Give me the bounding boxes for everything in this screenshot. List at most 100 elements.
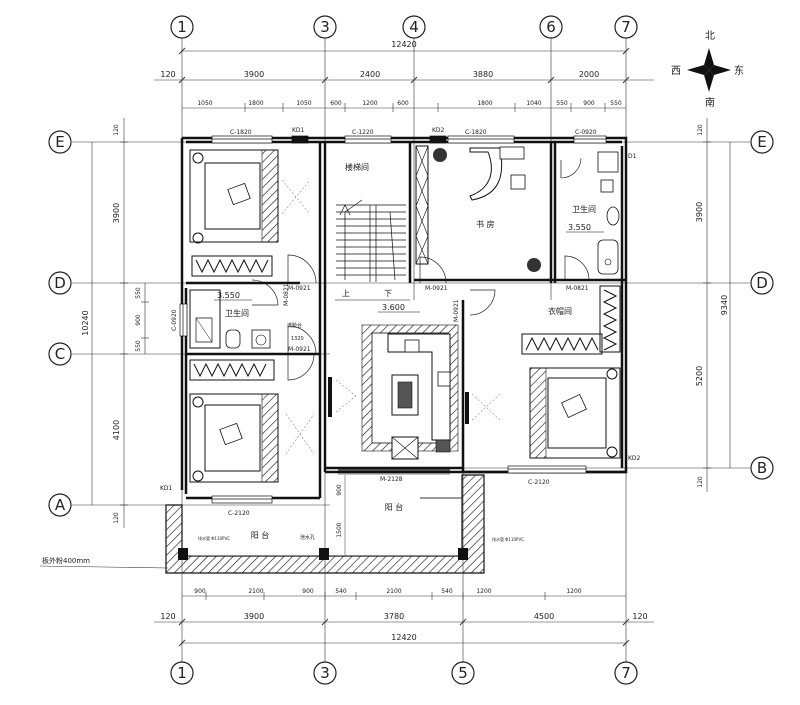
room-balcony-right: 阳 台 [385,502,404,512]
compass-north: 北 [705,30,715,42]
axis-bubbles-bottom: 1 3 5 7 [170,661,638,685]
svg-text:M-0821: M-0821 [566,285,589,292]
svg-text:120: 120 [697,124,704,136]
svg-text:3900: 3900 [244,612,264,621]
dim-bottom-total: 12420 [391,633,416,642]
dim-right-detail: 120 3900 5200 120 [695,124,704,488]
svg-text:3780: 3780 [384,612,404,621]
dim-top-total: 12420 [391,40,416,49]
svg-text:540: 540 [441,588,453,595]
door-swings [251,254,590,381]
axis-bubble-3-top: 3 [313,15,337,39]
svg-text:1050: 1050 [296,100,311,107]
svg-text:120: 120 [160,70,175,79]
right-dimensions [703,118,731,492]
wardrobe-sw [189,359,275,381]
closet-east [521,285,621,355]
svg-text:5200: 5200 [695,366,704,386]
svg-text:D1: D1 [628,153,637,160]
axis-bubble-3-bottom: 3 [313,661,337,685]
svg-text:KD2: KD2 [432,127,445,134]
svg-text:1800: 1800 [248,100,263,107]
note-gutter-2: 排水管 Φ110PVC [492,536,524,542]
left-dimensions [91,118,149,528]
svg-text:550: 550 [135,340,142,352]
svg-text:1200: 1200 [362,100,377,107]
axis-bubble-A-left: A [48,493,72,517]
svg-text:900: 900 [135,314,142,326]
svg-text:600: 600 [397,100,409,107]
axis-bubbles-right: E D B [750,130,774,480]
axis-bubble-B-right: B [750,456,774,480]
svg-text:C-1820: C-1820 [465,129,487,136]
dim-right-total: 9340 [720,295,729,315]
dim-left-total: 10240 [81,310,90,335]
svg-text:1200: 1200 [566,588,581,595]
svg-text:120: 120 [160,612,175,621]
room-bath-west: 卫生间 [225,308,249,318]
bathroom-ne [560,151,620,275]
wardrobe-nw [191,255,273,277]
axis-bubble-4-top: 4 [402,15,426,39]
dim-bottom-detail: 900 2100 900 540 2100 540 1200 1200 [194,588,582,595]
note-slab: 板外粉400mm [42,556,90,565]
note-gutter-1: 排水管 Φ110PVC [198,535,230,541]
top-dimensions [154,47,654,112]
svg-text:2000: 2000 [579,70,599,79]
svg-text:900: 900 [194,588,206,595]
svg-text:M-0921: M-0921 [288,285,311,292]
svg-text:6: 6 [546,18,556,36]
svg-text:5: 5 [458,664,468,682]
svg-text:120: 120 [113,124,120,136]
svg-text:E: E [55,133,64,151]
svg-text:1: 1 [177,664,187,682]
svg-text:4100: 4100 [112,420,121,440]
svg-text:120: 120 [697,476,704,488]
axis-bubble-1-bottom: 1 [170,661,194,685]
label-1320: 1320 [291,336,304,342]
svg-text:A: A [55,496,66,514]
axis-bubble-E-left: E [48,130,72,154]
svg-text:C: C [55,345,65,363]
bed-nw [189,149,311,244]
window-labels: C-1820 C-1220 C-1820 C-0920 C-0920 C-212… [171,129,597,517]
axis-bubble-E-right: E [750,130,774,154]
axis-bubble-1-top: 1 [170,15,194,39]
dim-bottom-row: 120 3900 3780 4500 120 [160,612,647,621]
svg-text:KD1: KD1 [292,127,305,134]
svg-text:3: 3 [320,18,330,36]
svg-text:M-2128: M-2128 [380,476,403,483]
level-3550-ne: 3.550 [568,223,591,232]
compass-south: 南 [705,96,715,109]
svg-text:550: 550 [610,100,622,107]
label-down: 下 [384,289,392,298]
living-room-furniture [328,324,469,460]
svg-text:C-0920: C-0920 [575,129,597,136]
svg-text:2100: 2100 [248,588,263,595]
svg-text:C-1820: C-1820 [230,129,252,136]
svg-text:2100: 2100 [386,588,401,595]
svg-text:M-0921: M-0921 [425,285,448,292]
svg-text:550: 550 [135,287,142,299]
svg-text:600: 600 [330,100,342,107]
svg-text:4500: 4500 [534,612,554,621]
room-balcony-left: 阳 台 [251,530,270,540]
svg-text:D: D [54,274,66,292]
room-stair: 楼梯间 [345,162,369,172]
label-sink: 洗脸台 [287,322,302,329]
room-study: 书 房 [476,219,495,229]
svg-text:7: 7 [621,664,631,682]
svg-text:2400: 2400 [360,70,380,79]
svg-text:4: 4 [409,18,419,36]
label-up: 上 [342,289,350,298]
bottom-dimensions [154,592,654,647]
svg-text:1200: 1200 [476,588,491,595]
balcony-parapet [165,474,485,574]
dim-balcony-1500: 1500 [336,522,343,537]
svg-text:KD1: KD1 [160,485,173,492]
svg-text:1800: 1800 [477,100,492,107]
svg-text:C-2120: C-2120 [228,510,250,517]
svg-text:900: 900 [583,100,595,107]
axis-bubble-7-bottom: 7 [614,661,638,685]
svg-text:C-1220: C-1220 [352,129,374,136]
